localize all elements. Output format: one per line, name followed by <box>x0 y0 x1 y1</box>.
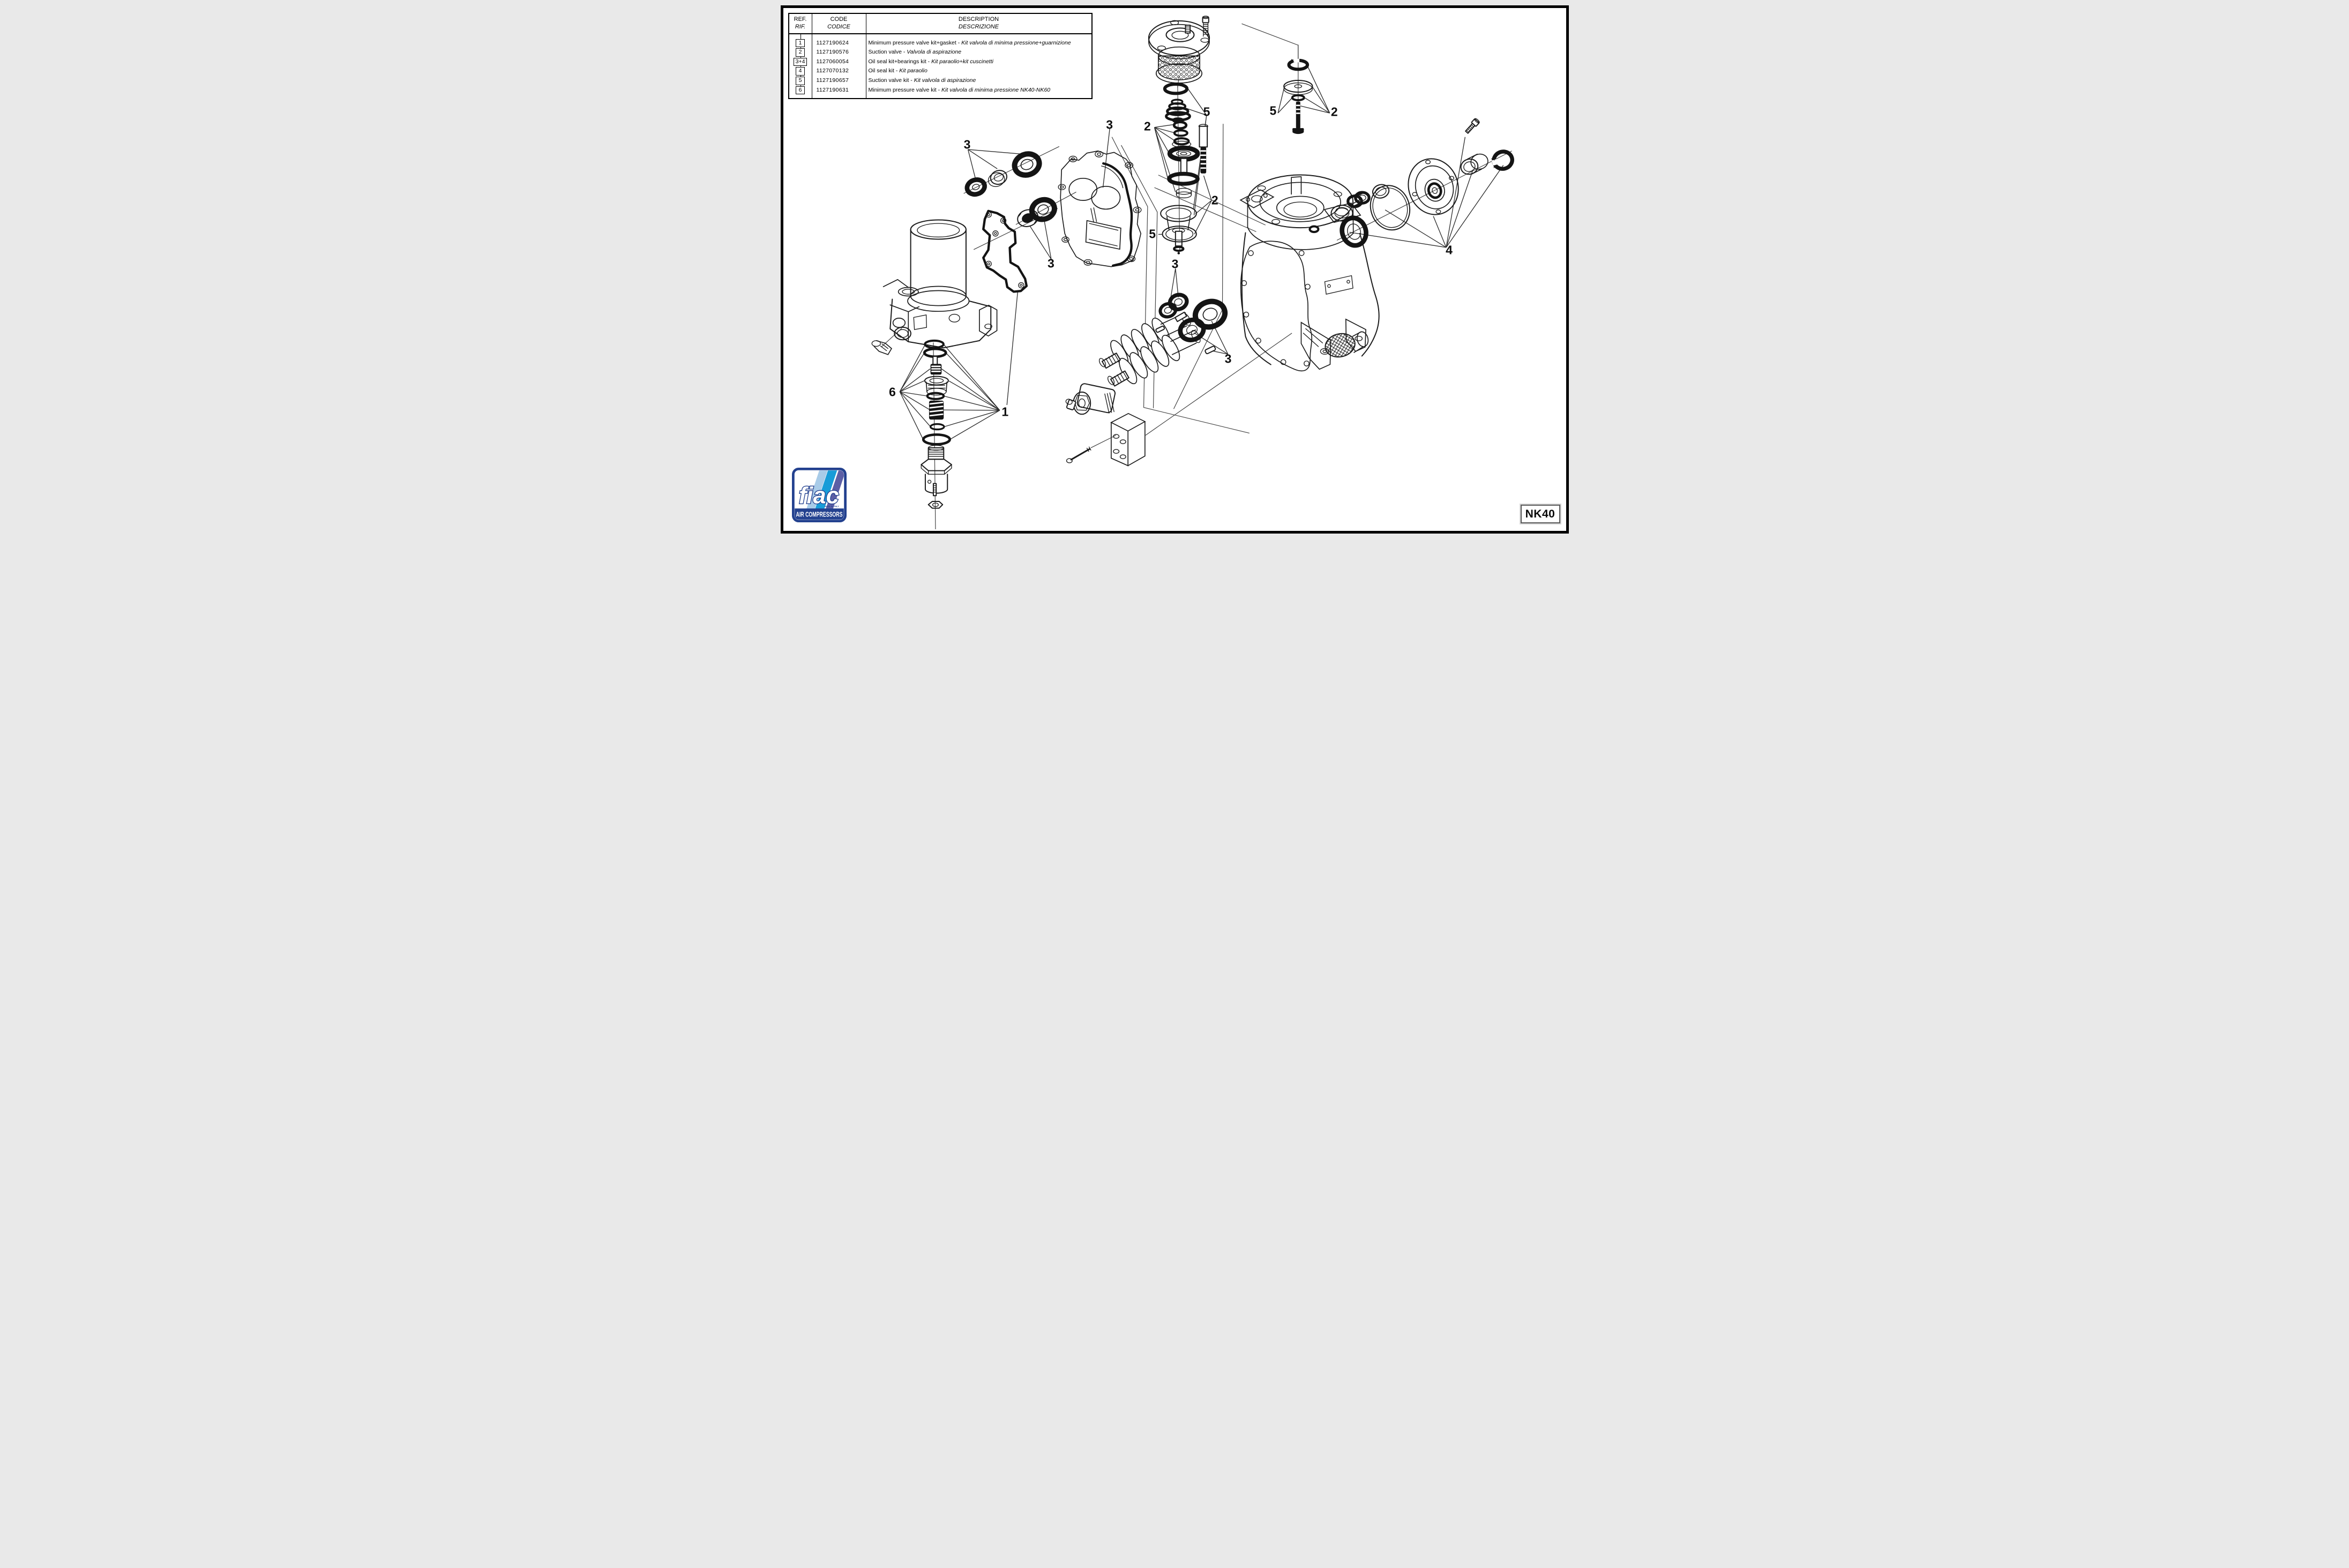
rotor-bearing-group <box>1155 292 1228 355</box>
ref-cell: 4 <box>788 66 812 77</box>
model-badge: NK40 <box>1520 505 1560 523</box>
oil-seal-kit-group-right <box>1339 118 1514 248</box>
min-pressure-valve-stack <box>920 339 952 509</box>
logo-stripe-violet <box>821 470 844 520</box>
code-cell: 1127190657 <box>812 76 866 86</box>
oil-seal-bearing-group-mid <box>1016 197 1057 227</box>
hex-nut <box>927 500 943 509</box>
housing-bushing <box>1346 191 1371 208</box>
leader-lines <box>899 66 1503 440</box>
callout-3: 3 <box>1224 351 1232 366</box>
description-cell: Minimum pressure valve kit - Kit valvola… <box>868 86 1051 93</box>
header-code: CODE CODICE <box>812 13 866 34</box>
oil-seal-bearing-group-left <box>964 151 1042 197</box>
kit-flange-cover <box>1407 158 1459 215</box>
callout-3: 3 <box>1106 117 1113 132</box>
air-filter-cover-assembly <box>1148 16 1210 84</box>
pump-housing <box>1239 174 1389 372</box>
kit-bushing <box>1460 153 1488 175</box>
description-cell: Suction valve - Valvola di aspirazione <box>868 49 962 56</box>
description-cell: Oil seal kit+bearings kit - Kit paraolio… <box>868 58 993 65</box>
logo-tagline-text: AIR COMPRESSORS <box>796 511 842 518</box>
callout-5: 5 <box>1149 227 1156 241</box>
fiac-logo: fiac MADE IN ITALY AIR COMPRESSORS <box>791 468 847 522</box>
callout-2: 2 <box>1211 193 1218 207</box>
logo-stripe-light <box>802 470 828 520</box>
callout-2: 2 <box>1330 104 1338 119</box>
code-cell: 1127060054 <box>812 57 866 67</box>
suction-valve-seat <box>1159 205 1197 254</box>
gasket <box>982 209 1028 293</box>
drain-elbow-fitting <box>871 340 892 355</box>
ref-cell: 2 <box>788 48 812 57</box>
callout-4: 4 <box>1446 243 1453 257</box>
header-description: DESCRIPTION DESCRIZIONE <box>866 13 1092 34</box>
mounting-feet <box>1300 318 1366 370</box>
logo-bar <box>794 508 844 520</box>
code-cell: 1127070132 <box>812 66 866 77</box>
shaft-key <box>1204 346 1216 355</box>
page: REF. RIF. CODE CODICE DESCRIPTION DESCRI… <box>780 5 1569 534</box>
suction-valve-stack <box>1159 82 1208 254</box>
code-cell: 1127190624 <box>812 33 866 48</box>
ref-cell: 3+4 <box>788 57 812 67</box>
table-header: REF. RIF. CODE CODICE DESCRIPTION DESCRI… <box>788 13 1092 34</box>
exploded-parts-drawing <box>871 16 1514 530</box>
callout-3: 3 <box>963 137 971 152</box>
callout-3: 3 <box>1171 257 1179 271</box>
description-cell: Suction valve kit - Kit valvola di aspir… <box>868 77 976 84</box>
callout-1: 1 <box>1001 404 1009 419</box>
parts-table: REF. RIF. CODE CODICE DESCRIPTION DESCRI… <box>788 13 1093 100</box>
callout-6: 6 <box>889 385 896 399</box>
solenoid-valve-assembly <box>1065 383 1146 467</box>
callout-5: 5 <box>1203 104 1210 119</box>
ref-cell: 5 <box>788 76 812 86</box>
rotor-shaft-threads <box>1098 352 1129 387</box>
logo-stripe-cyan <box>811 470 837 520</box>
code-cell: 1127190576 <box>812 48 866 57</box>
ref-cell: 1 <box>788 33 812 48</box>
code-cell: 1127190631 <box>812 85 866 99</box>
logo-made-in-text: MADE IN ITALY <box>824 505 839 507</box>
ref-cell: 6 <box>788 85 812 99</box>
cover-gasket <box>1102 162 1133 267</box>
kit-o-ring <box>1370 185 1410 231</box>
kit-screw <box>1464 118 1480 134</box>
callout-3: 3 <box>1047 256 1054 271</box>
seat-o-ring <box>1162 226 1197 243</box>
cover-screw <box>1201 16 1209 37</box>
suction-valve-bolt <box>1198 124 1208 174</box>
circlip-washer-stack <box>1283 58 1313 134</box>
description-cell: Minimum pressure valve kit+gasket - Kit … <box>868 39 1071 46</box>
logo-brand-text: fiac <box>798 483 839 509</box>
solenoid-bolt <box>1066 435 1116 463</box>
construction-lines <box>880 23 1512 530</box>
description-cell: Oil seal kit - Kit paraolio <box>868 67 927 74</box>
oil-fill-plug <box>1324 331 1368 358</box>
kit-circlip <box>1491 149 1514 171</box>
solenoid-coil <box>1065 383 1116 415</box>
callout-2: 2 <box>1143 119 1151 133</box>
kit-oil-seal <box>1339 215 1368 248</box>
header-ref: REF. RIF. <box>788 13 812 34</box>
valve-cover-plate <box>1058 150 1142 267</box>
oil-separator-assembly <box>871 219 997 355</box>
callout-5: 5 <box>1269 103 1277 118</box>
